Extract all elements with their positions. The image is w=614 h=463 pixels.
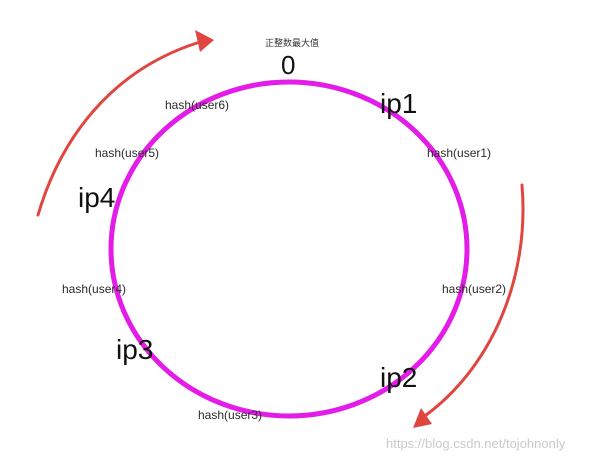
right-arrow-head [413, 408, 432, 428]
node-ip3: ip3 [116, 334, 154, 365]
watermark-url: https://blog.csdn.net/tojohnonly [386, 436, 566, 451]
left-arrow [36, 40, 202, 217]
user6-hash: hash(user6) [165, 98, 230, 112]
node-ip2: ip2 [380, 362, 418, 393]
max-int-title: 正整数最大值 [265, 39, 320, 49]
user1-hash: hash(user1) [427, 146, 492, 160]
node-ip4: ip4 [78, 182, 116, 213]
zero-label: 0 [281, 50, 296, 80]
user3-hash: hash(user3) [198, 408, 263, 422]
hash-ring [108, 79, 470, 419]
user5-hash: hash(user5) [95, 146, 160, 160]
right-arrow [420, 183, 525, 420]
left-arrow-head [195, 30, 214, 52]
user2-hash: hash(user2) [442, 282, 507, 296]
node-ip1: ip1 [380, 88, 418, 119]
user4-hash: hash(user4) [62, 282, 127, 296]
